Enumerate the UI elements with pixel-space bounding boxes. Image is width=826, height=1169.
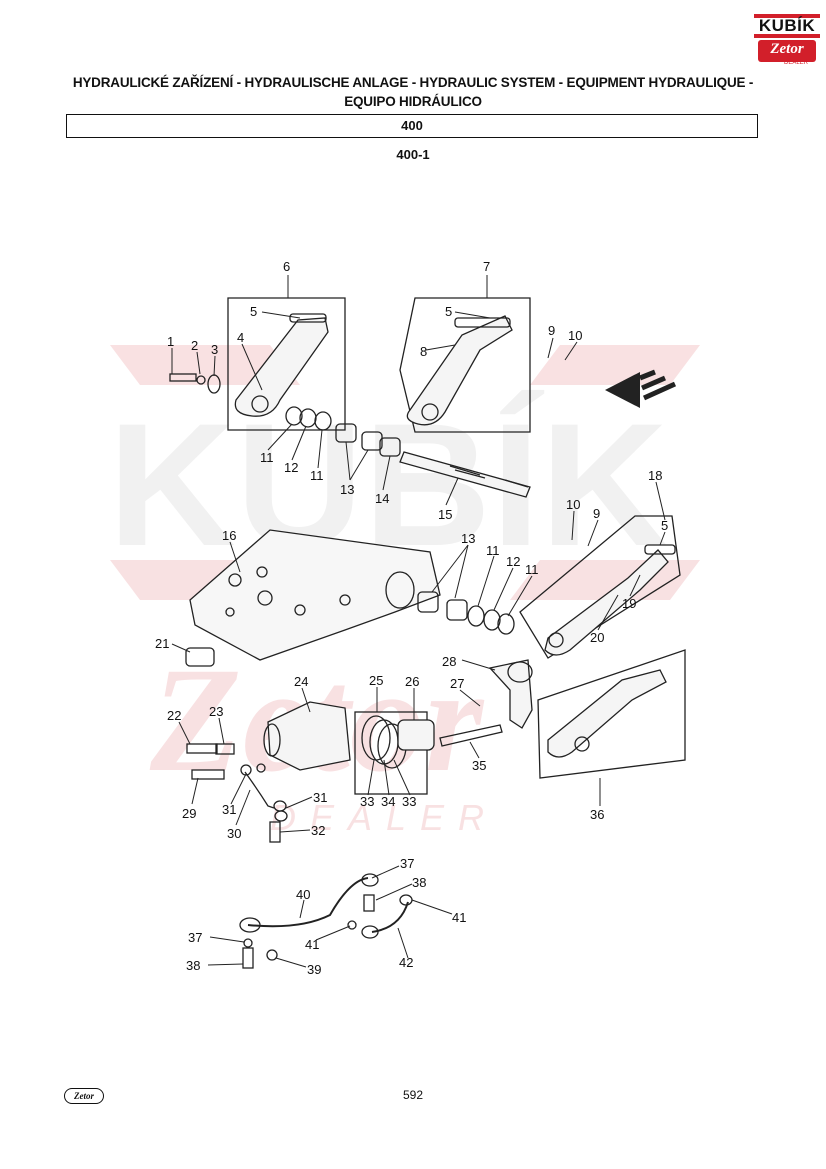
callout-4: 4 [237, 330, 244, 345]
callout-10b: 10 [566, 497, 580, 512]
ring-bushing-set-right [417, 591, 515, 635]
splined-shaft-15 [399, 451, 531, 498]
callout-labels: 6 7 5 5 1 2 3 4 8 9 10 11 12 11 13 14 15… [155, 259, 668, 977]
callout-14: 14 [375, 491, 389, 506]
watermark-caption: DEALER [270, 797, 498, 838]
callout-31b: 31 [313, 790, 327, 805]
group-code: 400 [401, 118, 423, 133]
callout-38a: 38 [412, 875, 426, 890]
pipe-set-37-42 [239, 873, 413, 969]
callout-13a: 13 [340, 482, 354, 497]
logo-kubik-text: KUBÍK [754, 14, 820, 38]
lever-28 [488, 659, 533, 729]
callout-11c: 11 [486, 543, 500, 558]
callout-22: 22 [167, 708, 181, 723]
callout-29: 29 [182, 806, 196, 821]
callout-10a: 10 [568, 328, 582, 343]
callout-24: 24 [294, 674, 308, 689]
title-line-1: HYDRAULICKÉ ZAŘÍZENÍ - HYDRAULISCHE ANLA… [72, 75, 754, 90]
callout-23: 23 [209, 704, 223, 719]
cap-21 [185, 647, 215, 667]
piston-rod-35 [439, 724, 503, 747]
callout-11d: 11 [525, 562, 539, 577]
callout-1: 1 [167, 334, 174, 349]
callout-37b: 37 [188, 930, 202, 945]
callout-25: 25 [369, 673, 383, 688]
callout-19: 19 [622, 596, 636, 611]
direction-arrow-icon [605, 369, 677, 408]
callout-12b: 12 [506, 554, 520, 569]
callout-28: 28 [442, 654, 456, 669]
callout-33a: 33 [360, 794, 374, 809]
callout-42: 42 [399, 955, 413, 970]
cylinder-24 [263, 701, 351, 771]
callout-18: 18 [648, 468, 662, 483]
callout-20: 20 [590, 630, 604, 645]
callout-5c: 5 [661, 518, 668, 533]
callout-21: 21 [155, 636, 169, 651]
callout-41a: 41 [452, 910, 466, 925]
callout-36: 36 [590, 807, 604, 822]
group-code-box: 400 [66, 114, 758, 138]
callout-7: 7 [483, 259, 490, 274]
callout-15: 15 [438, 507, 452, 522]
lift-arm-assembly-36 [537, 649, 686, 779]
callout-3: 3 [211, 342, 218, 357]
callout-5a: 5 [250, 304, 257, 319]
callout-11b: 11 [310, 468, 324, 483]
callout-38b: 38 [186, 958, 200, 973]
callout-5b: 5 [445, 304, 452, 319]
callout-6: 6 [283, 259, 290, 274]
hydraulic-housing-16 [189, 529, 441, 661]
lift-arm-assembly-7 [399, 297, 531, 433]
kubik-zetor-logo: KUBÍK Zetor DEALER [754, 14, 820, 68]
callout-35: 35 [472, 758, 486, 773]
lift-arm-assembly-6 [227, 297, 346, 431]
callout-16: 16 [222, 528, 236, 543]
callout-26: 26 [405, 674, 419, 689]
leader-lines [171, 275, 666, 968]
bolt-washer-set-1-3 [169, 373, 221, 394]
callout-27: 27 [450, 676, 464, 691]
callout-8: 8 [420, 344, 427, 359]
page-title: HYDRAULICKÉ ZAŘÍZENÍ - HYDRAULISCHE ANLA… [40, 73, 786, 111]
callout-2: 2 [191, 338, 198, 353]
callout-37a: 37 [400, 856, 414, 871]
callout-34: 34 [381, 794, 395, 809]
callout-9a: 9 [548, 323, 555, 338]
callout-11a: 11 [260, 450, 274, 465]
footer-zetor-logo: Zetor [64, 1088, 104, 1104]
piston-26 [397, 719, 435, 751]
callout-40: 40 [296, 887, 310, 902]
callout-9b: 9 [593, 506, 600, 521]
callout-30: 30 [227, 826, 241, 841]
callout-12a: 12 [284, 460, 298, 475]
callout-32: 32 [311, 823, 325, 838]
page-number: 592 [402, 1088, 424, 1102]
callout-13b: 13 [461, 531, 475, 546]
callout-33b: 33 [402, 794, 416, 809]
subgroup-code: 400-1 [396, 147, 430, 162]
logo-zetor-text: Zetor [758, 40, 816, 62]
callout-39: 39 [307, 962, 321, 977]
callout-41b: 41 [305, 937, 319, 952]
lift-arm-assembly-18 [519, 515, 681, 659]
title-line-2: EQUIPO HIDRÁULICO [344, 94, 482, 109]
logo-caption: DEALER [784, 60, 809, 66]
callout-31a: 31 [222, 802, 236, 817]
